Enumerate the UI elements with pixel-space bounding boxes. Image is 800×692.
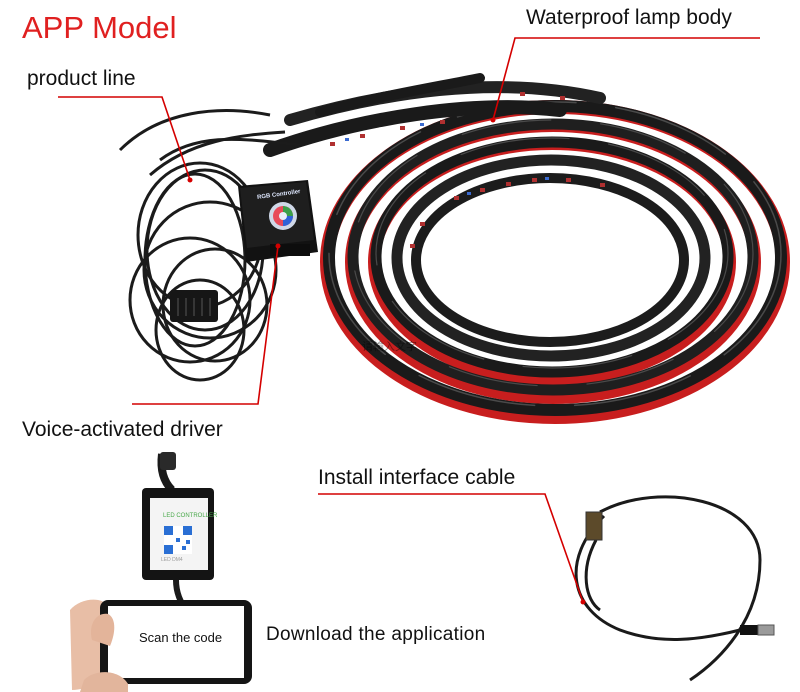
interface-cable <box>574 495 775 682</box>
label-install-interface-cable: Install interface cable <box>318 466 516 489</box>
leader-line-driver <box>132 245 279 405</box>
label-waterproof-lamp-body: Waterproof lamp body <box>526 6 732 29</box>
phone-screen-text: Scan the code <box>139 630 223 645</box>
page-title: APP Model <box>22 10 177 45</box>
leader-lines <box>58 37 760 603</box>
led-strip-coil <box>263 73 790 424</box>
label-download-application: Download the application <box>266 624 486 645</box>
label-voice-activated-driver: Voice-activated driver <box>22 418 223 441</box>
watermark: 请输入文字 <box>362 341 417 353</box>
controller2-label: LED CONTROLLER <box>163 513 218 519</box>
controller2-spec: LED DM4 <box>161 557 183 563</box>
app-controller-box <box>142 452 214 614</box>
leader-line-product-line <box>58 96 191 181</box>
leader-line-interface <box>318 493 584 603</box>
voice-controller-box <box>238 180 318 262</box>
phone-in-hand <box>70 599 252 692</box>
leader-line-lamp-body <box>492 37 760 121</box>
label-product-line: product line <box>27 67 136 90</box>
